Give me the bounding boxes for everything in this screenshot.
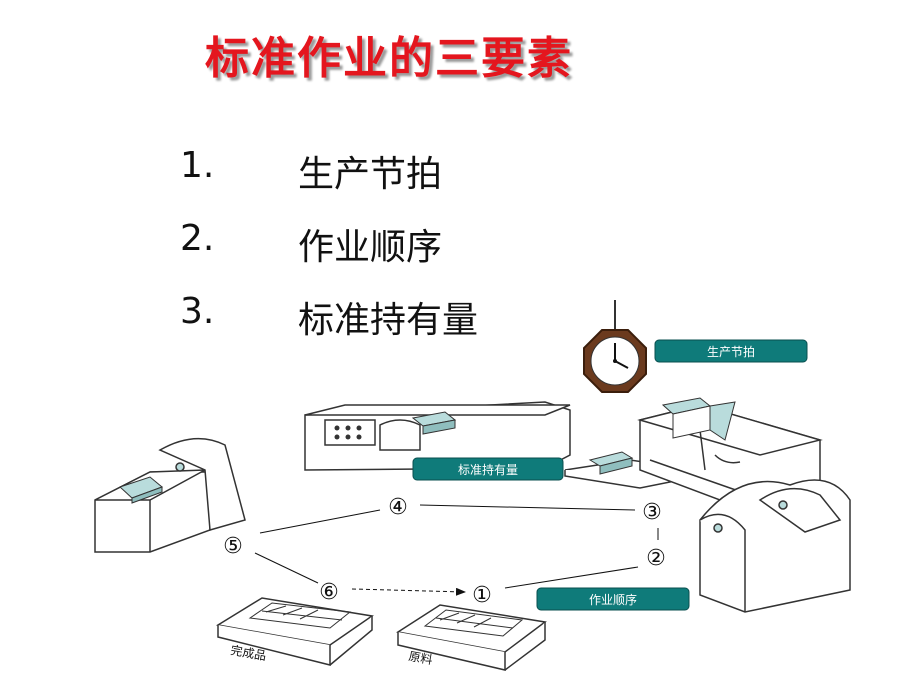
sequence-path <box>254 504 659 596</box>
step-5: ⑤ <box>223 534 243 559</box>
list-text: 生产节拍 <box>298 154 443 195</box>
part-icon <box>119 476 163 504</box>
wip-label: 标准持有量 <box>458 462 518 477</box>
raw-material-tray <box>396 604 547 671</box>
list-text: 标准持有量 <box>298 300 479 341</box>
part-icon <box>411 411 457 435</box>
takt-label-box <box>654 339 808 363</box>
sequence-label-box <box>536 587 690 611</box>
tray-grid <box>423 609 524 637</box>
part-icon <box>661 397 736 441</box>
list-number: 3. <box>180 291 215 332</box>
list-text: 作业顺序 <box>298 227 443 268</box>
part-icon <box>588 451 634 475</box>
machine-top <box>304 401 571 471</box>
list-number: 2. <box>180 218 215 259</box>
takt-label: 生产节拍 <box>707 344 755 359</box>
control-panel-icon <box>334 425 362 440</box>
step-6: ⑥ <box>319 580 339 605</box>
step-1: ① <box>472 583 492 608</box>
finished-goods-label: 完成品 <box>229 642 267 663</box>
machine-bottom-right <box>699 479 851 613</box>
list-number: 1. <box>180 145 215 186</box>
page-title: 标准作业的三要素 <box>205 33 573 84</box>
step-2: ② <box>646 546 666 571</box>
step-4: ④ <box>388 495 408 520</box>
raw-material-label: 原料 <box>407 649 433 667</box>
sequence-label: 作业顺序 <box>589 592 637 607</box>
clock-icon <box>583 300 647 393</box>
wip-label-box <box>412 457 564 481</box>
tray-grid <box>248 602 352 629</box>
step-3: ③ <box>642 500 662 525</box>
